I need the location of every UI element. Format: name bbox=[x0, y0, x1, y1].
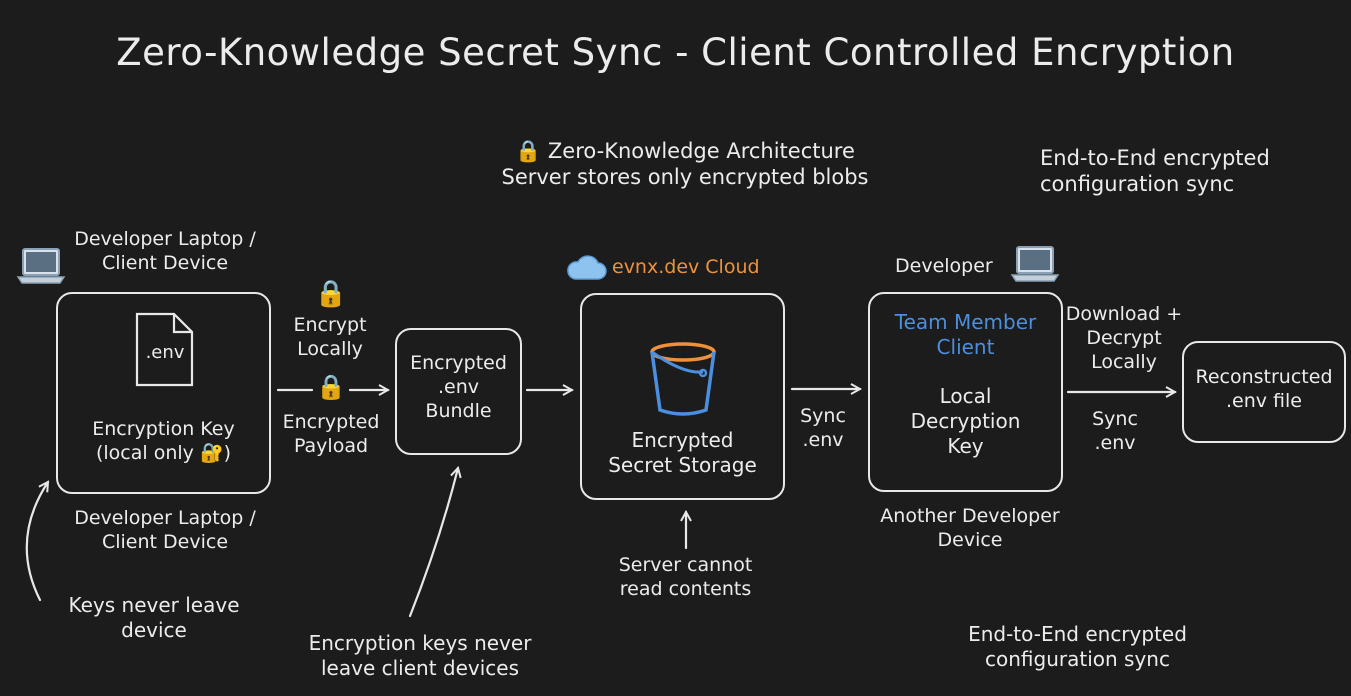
architecture-note: 🔒 Zero-Knowledge Architecture Server sto… bbox=[470, 138, 900, 191]
sync-left-line1: Sync bbox=[800, 405, 846, 427]
decryption-line2: Decryption bbox=[910, 409, 1021, 433]
storage-line2: Secret Storage bbox=[608, 453, 757, 477]
sync-left-label: Sync .env bbox=[790, 405, 856, 453]
laptop-bottom-label-2: Client Device bbox=[101, 530, 229, 553]
encrypted-payload-line2: Payload bbox=[293, 434, 369, 457]
download-line1: Download + bbox=[1065, 303, 1183, 325]
team-member-box bbox=[868, 292, 1063, 492]
sync-right-line1: Sync bbox=[1092, 408, 1138, 430]
laptop-top-label-1: Developer Laptop / bbox=[74, 228, 256, 250]
another-dev-line2: Device bbox=[937, 528, 1003, 551]
decryption-line3: Key bbox=[947, 434, 984, 458]
e2e-note-top: End-to-End encrypted configuration sync bbox=[1040, 145, 1302, 198]
another-developer-label: Another Developer Device bbox=[855, 505, 1085, 553]
architecture-line2: Server stores only encrypted blobs bbox=[501, 165, 869, 190]
encrypted-bundle-label: Encrypted .env Bundle bbox=[395, 352, 522, 423]
bucket-icon bbox=[645, 340, 721, 422]
cloud-storage-box bbox=[580, 293, 785, 500]
server-note-line1: Server cannot bbox=[618, 554, 753, 576]
team-member-client-label: Team Member Client bbox=[868, 310, 1063, 360]
bundle-line1: Encrypted bbox=[410, 352, 507, 374]
cloud-icon bbox=[565, 254, 607, 286]
laptop-bottom-label-1: Developer Laptop / bbox=[74, 507, 256, 529]
team-client-line1: Team Member bbox=[894, 310, 1037, 334]
encrypted-bundle-box bbox=[395, 328, 522, 455]
keys-note-line2: device bbox=[121, 618, 187, 642]
arrow-keys-note bbox=[25, 482, 48, 602]
reconstructed-line2: .env file bbox=[1226, 389, 1302, 412]
architecture-line1: Zero-Knowledge Architecture bbox=[547, 139, 855, 163]
developer-laptop-box bbox=[56, 292, 271, 494]
download-decrypt-label: Download + Decrypt Locally bbox=[1064, 303, 1184, 374]
encrypt-locally-label: Encrypt Locally bbox=[280, 314, 380, 362]
keys-note: Keys never leave device bbox=[40, 593, 268, 643]
lock-key-icon: 🔐 bbox=[199, 441, 224, 464]
laptop-bottom-label: Developer Laptop / Client Device bbox=[50, 507, 280, 555]
sync-right-line2: .env bbox=[1094, 431, 1136, 454]
team-client-line2: Client bbox=[936, 335, 995, 359]
lock-icon: 🔒 bbox=[316, 373, 346, 401]
arrow-encryption-keys-note bbox=[408, 468, 458, 618]
lock-icon: 🔒 bbox=[314, 279, 348, 309]
enc-keys-line1: Encryption keys never bbox=[308, 631, 532, 655]
encrypt-locally-line1: Encrypt bbox=[293, 314, 367, 336]
another-dev-line1: Another Developer bbox=[880, 505, 1060, 527]
keys-note-line1: Keys never leave bbox=[68, 593, 240, 617]
bundle-line3: Bundle bbox=[425, 399, 492, 422]
env-file-label: .env bbox=[145, 342, 185, 363]
encryption-key-text: Encryption Key (local only 🔐) bbox=[56, 418, 271, 466]
laptop-top-label: Developer Laptop / Client Device bbox=[50, 228, 280, 276]
reconstructed-box bbox=[1182, 341, 1346, 443]
e2e-top-line1: End-to-End encrypted bbox=[1040, 146, 1270, 170]
cloud-storage-label: Encrypted Secret Storage bbox=[580, 428, 785, 478]
reconstructed-label: Reconstructed .env file bbox=[1182, 366, 1346, 414]
reconstructed-line1: Reconstructed bbox=[1195, 366, 1333, 388]
enc-keys-line2: leave client devices bbox=[320, 656, 520, 680]
encryption-key-line1: Encryption Key bbox=[92, 418, 235, 440]
cloud-label: evnx.dev Cloud bbox=[612, 256, 760, 278]
lock-icon: 🔒 bbox=[515, 139, 542, 163]
page-title: Zero-Knowledge Secret Sync - Client Cont… bbox=[116, 31, 1235, 74]
e2e-bottom-line1: End-to-End encrypted bbox=[968, 622, 1187, 646]
server-note-line2: read contents bbox=[619, 577, 752, 600]
e2e-note-bottom: End-to-End encrypted configuration sync bbox=[940, 622, 1215, 672]
env-file-icon bbox=[134, 311, 196, 393]
encrypted-payload-label: Encrypted Payload bbox=[276, 411, 386, 459]
decryption-line1: Local bbox=[939, 384, 992, 408]
encrypted-payload-line1: Encrypted bbox=[282, 411, 380, 433]
download-line3: Locally bbox=[1091, 350, 1157, 373]
storage-line1: Encrypted bbox=[631, 428, 734, 452]
server-note: Server cannot read contents bbox=[588, 554, 783, 602]
laptop-icon bbox=[1010, 244, 1060, 288]
developer-header: Developer bbox=[895, 255, 993, 277]
laptop-top-label-2: Client Device bbox=[101, 251, 229, 274]
e2e-top-line2: configuration sync bbox=[1040, 172, 1235, 197]
bundle-line2: .env bbox=[437, 375, 479, 398]
encrypt-locally-line2: Locally bbox=[297, 337, 363, 360]
sync-right-label: Sync .env bbox=[1082, 408, 1148, 456]
download-line2: Decrypt bbox=[1086, 326, 1162, 349]
laptop-icon bbox=[16, 246, 66, 290]
encryption-keys-note: Encryption keys never leave client devic… bbox=[285, 631, 555, 681]
sync-left-line2: .env bbox=[802, 428, 844, 451]
e2e-bottom-line2: configuration sync bbox=[985, 647, 1170, 671]
encryption-key-line2: (local only bbox=[95, 441, 194, 464]
local-decryption-key-label: Local Decryption Key bbox=[868, 384, 1063, 459]
